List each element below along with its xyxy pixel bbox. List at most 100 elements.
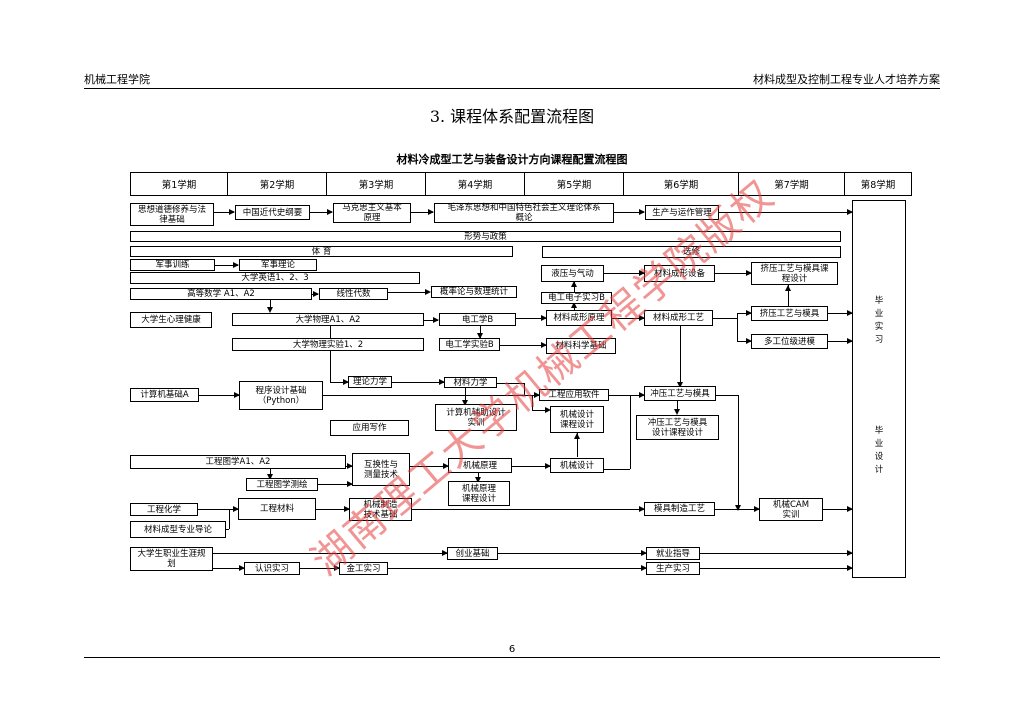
course-cam: 机械CAM 实训 [759,498,823,521]
connector [198,509,238,510]
course-zhiye-guihua: 大学生职业生涯规 划 [130,547,213,571]
course-gongcheng-huaxue: 工程化学 [130,503,198,516]
course-biye-sheji: 毕 业 设 计 [874,426,884,475]
chart-title: 材料冷成型工艺与装备设计方向课程配置流程图 [396,153,628,166]
course-makesi: 马克思主义基本 原理 [333,203,411,223]
connector [823,509,852,510]
arrow-down [677,382,683,388]
arrow-right [534,392,540,398]
arrow-right [347,481,353,487]
connector [604,469,630,470]
arrow-right [746,310,752,316]
arrow-right [313,291,319,297]
course-junshi-xunlian: 军事训练 [130,259,215,271]
course-tiyu: 体 育 [130,246,513,257]
connector [738,395,739,509]
connector [300,568,339,569]
connector [614,212,644,213]
connector [612,318,644,319]
semester-header-row: 第1学期 第2学期 第3学期 第4学期 第5学期 第6学期 第7学期 第8学期 [130,172,912,196]
arrow-right [754,506,760,512]
course-tuxue-cehui: 工程图学测绘 [246,478,318,491]
arrow-right [746,270,752,276]
course-jisuanji: 计算机基础A [130,388,199,402]
graduation-column [852,200,906,578]
semester-7: 第7学期 [738,173,844,195]
arrow-right [639,392,645,398]
arrow-right [639,506,645,512]
connector [715,509,759,510]
arrow-right [233,262,239,268]
arrow-right [327,209,333,215]
course-chuangye: 创业基础 [447,547,498,560]
connector [609,395,644,396]
connector [715,273,751,274]
connector [524,383,525,395]
arrow-right [343,379,349,385]
arrow-right [746,338,752,344]
arrow-right [847,310,853,316]
course-jiya-kecheng: 挤压工艺与模具课 程设计 [751,262,838,285]
course-jiuye: 就业指导 [646,547,700,560]
connector [411,212,433,213]
connector [574,282,575,292]
arrow-right [641,550,647,556]
arrow-right [347,463,353,469]
arrow-right [847,338,853,344]
course-lilun-lixue: 理论力学 [348,376,392,388]
arrow-up [571,281,577,287]
connector [229,509,230,529]
connector [700,568,852,569]
course-xinli: 大学生心理健康 [130,312,212,328]
connector [700,553,852,554]
connector [828,341,852,342]
connector [465,388,466,404]
course-chengxing-gongyi: 材料成形工艺 [644,310,713,326]
course-gailv: 概率论与数理统计 [431,286,517,298]
arrow-right [541,315,547,321]
arrow-right [443,463,449,469]
course-chengxu: 程序设计基础 （Python） [239,381,323,410]
semester-6: 第6学期 [623,173,738,195]
connector [316,509,349,510]
course-biye-shixi: 毕 业 实 习 [874,296,884,345]
connector [604,273,644,274]
connector [498,553,646,554]
arrow-right [334,565,340,571]
course-chongya-muju: 冲压工艺与模具 [644,386,716,401]
course-kexue-jichu: 材料科学基础 [546,338,616,354]
arrow-right [847,209,853,215]
semester-8: 第8学期 [844,173,911,195]
connector [270,467,271,478]
arrow-right [239,565,245,571]
connector [577,433,578,457]
page-title: 3. 课程体系配置流程图 [429,107,595,126]
semester-5: 第5学期 [524,173,623,195]
arrow-right [229,209,235,215]
course-cailiao-lixue: 材料力学 [444,377,497,388]
connector [330,382,348,383]
course-sixiang: 思想道德修养与法 律基础 [130,203,214,226]
connector [215,265,238,266]
course-renshi-shixi: 认识实习 [244,562,300,575]
arrow-down [475,477,481,483]
course-daolun: 材料成型专业导论 [130,521,226,538]
arrow-right [545,407,551,413]
course-fuzhu-sheji: 计算机辅助设计 实训 [435,404,517,431]
connector [788,285,789,306]
arrow-right [847,565,853,571]
course-jixie-sheji-kc: 机械设计 课程设计 [550,406,604,433]
arrow-right [639,209,645,215]
connector [318,484,352,485]
connector [226,529,229,530]
course-jingong-shixi: 金工实习 [339,562,388,575]
course-junshi-lilun: 军事理论 [239,259,317,271]
course-tuxue: 工程图学A1、A2 [130,455,346,469]
course-maozedong: 毛泽东思想和中国特色社会主义理论体系 概论 [434,203,614,223]
connector [392,382,444,383]
connector [500,345,546,346]
footer-divider [84,657,940,658]
course-yingyong-xiezuo: 应用写作 [330,420,409,436]
connector [199,395,239,396]
course-xuanxiu: 选修 [542,246,841,258]
